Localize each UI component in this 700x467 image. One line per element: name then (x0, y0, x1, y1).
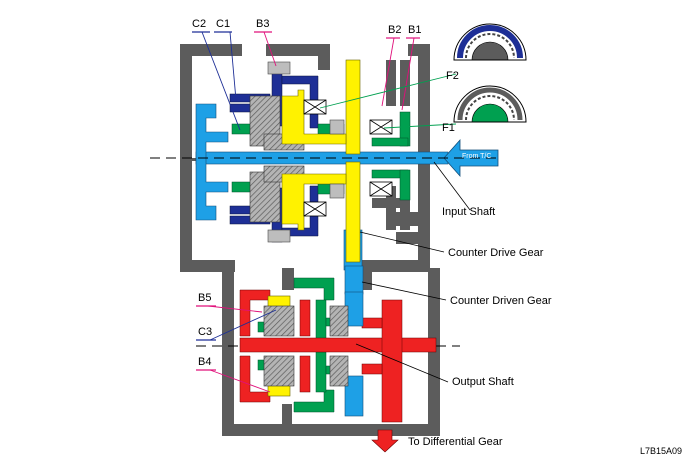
label-b1: B1 (408, 24, 422, 36)
counter-drive-yellow (281, 59, 361, 263)
f2-one-way-clutch-icon (453, 23, 527, 61)
lower-blue (344, 291, 364, 417)
label-c1: C1 (216, 18, 231, 30)
callout-lines (355, 161, 471, 383)
label-f2: F2 (446, 70, 459, 82)
f1-one-way-clutch-icon (453, 85, 527, 123)
label-b3: B3 (256, 18, 270, 30)
label-to-differential-gear: To Differential Gear (408, 436, 503, 448)
output-red (239, 289, 437, 423)
label-c2: C2 (192, 18, 207, 30)
lower-gear-hatch (263, 305, 349, 387)
label-input-shaft: Input Shaft (442, 206, 496, 218)
label-from-tc: From T/C (462, 153, 492, 160)
leader-lines (201, 31, 457, 393)
label-counter-driven-gear: Counter Driven Gear (450, 295, 552, 307)
label-output-shaft: Output Shaft (452, 376, 514, 388)
label-underlines (192, 31, 420, 371)
label-b5: B5 (198, 292, 212, 304)
to-differential-arrow (371, 429, 399, 453)
label-b4: B4 (198, 356, 212, 368)
upper-grey-members (267, 61, 345, 243)
figure-reference: L7B15A09 (640, 446, 683, 456)
label-b2: B2 (388, 24, 402, 36)
label-f1: F1 (442, 122, 455, 134)
label-counter-drive-gear: Counter Drive Gear (448, 247, 544, 259)
label-c3: C3 (198, 326, 213, 338)
bearings (303, 99, 393, 217)
